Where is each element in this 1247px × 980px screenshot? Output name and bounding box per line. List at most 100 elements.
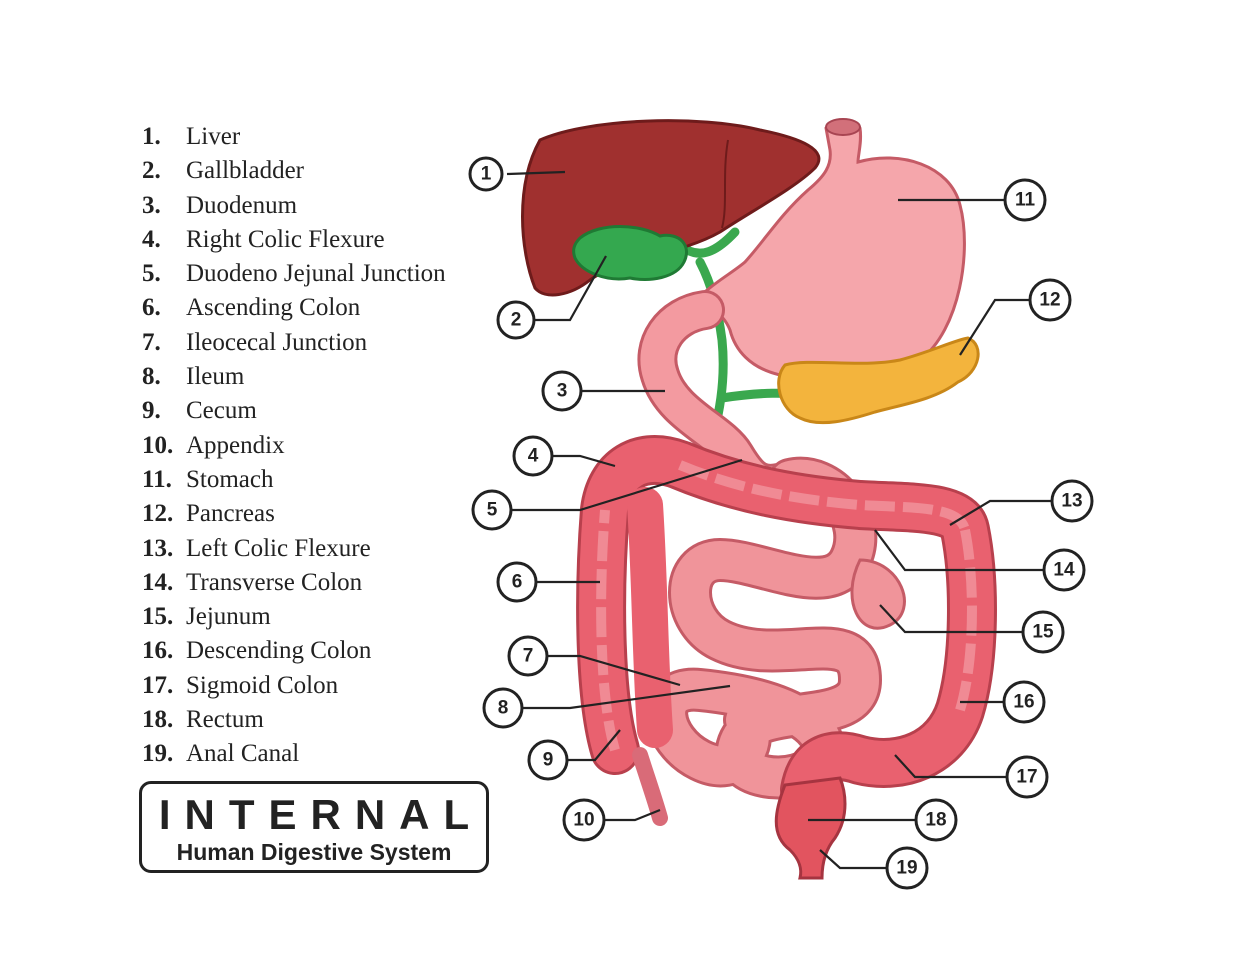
callout-number: 2 [511,310,522,331]
callout-7: 7 [507,635,549,677]
legend-number: 2. [142,157,161,185]
legend-number: 17. [142,671,174,699]
rectum [774,776,847,880]
callout-16: 16 [1002,680,1046,724]
legend-label: Liver [186,123,241,150]
callout-number: 18 [925,810,946,831]
legend-number: 8. [142,363,161,391]
leader-lines [506,170,1052,870]
legend-item: 9. Cecum [142,394,446,428]
esophagus-opening [825,118,861,136]
legend-label: Left Colic Flexure [186,534,371,562]
legend-item: 14. Transverse Colon [142,566,446,600]
legend-label: Gallbladder [186,157,305,185]
callout-3: 3 [541,370,583,412]
legend-number: 14. [142,568,174,596]
legend-number: 5. [142,260,161,288]
callout-number: 6 [512,572,523,593]
callout-17: 17 [1005,755,1049,799]
callout-8: 8 [482,687,524,729]
callout-6: 6 [496,561,538,603]
legend-label: Transverse Colon [186,568,363,596]
liver-lobe-line [721,139,729,229]
legend-number: 9. [142,397,161,425]
callout-number: 19 [896,858,917,879]
large-intestine [576,435,997,815]
legend-item: 4.Right Colic Flexure [142,223,446,257]
legend-item: 16.Descending Colon [142,634,446,668]
callout-9: 9 [527,739,569,781]
legend-number: 18. [142,706,174,734]
callout-11: 11 [1003,178,1047,222]
legend-number: 15. [142,603,174,631]
legend-item: 18. Rectum [142,703,446,737]
legend-number: 3. [142,191,161,219]
legend-number: 1. [142,123,161,150]
legend-item: 19. Anal Canal [142,737,446,771]
callout-number: 13 [1061,491,1082,512]
legend-item: 13. Left Colic Flexure [142,532,446,566]
callout-15: 15 [1021,610,1065,654]
legend-item: 15. Jejunum [142,600,446,634]
legend-label: Pancreas [186,500,275,528]
pancreas [777,336,980,425]
title-main: INTERNAL [158,791,484,838]
legend-label: Right Colic Flexure [186,225,385,253]
legend-number: 16. [142,637,174,665]
legend-label: Sigmoid Colon [186,671,339,699]
legend-item: 7.Ileocecal Junction [142,326,446,360]
organ-legend: 1. Liver 2. Gallbladder 3. Duodenum 4.Right… [142,120,446,772]
callout-number: 11 [1015,190,1036,211]
callout-12: 12 [1028,278,1072,322]
callout-1: 1 [468,156,504,192]
legend-number: 11. [142,465,172,493]
title-box: INTERNAL Human Digestive System [139,781,489,873]
legend-label: Rectum [186,706,264,734]
legend-label: Duodenum [186,191,298,219]
title-subtitle: Human Digestive System [176,839,452,865]
callout-number: 15 [1032,622,1054,643]
callout-5: 5 [471,489,513,531]
callout-number: 3 [557,381,568,402]
legend-item: 1. Liver [142,120,446,154]
appendix [632,747,668,826]
callout-number: 14 [1053,560,1075,581]
legend-number: 13. [142,534,174,562]
callout-number: 12 [1039,290,1060,311]
legend-item: 11. Stomach [142,463,446,497]
callout-number: 7 [523,646,534,667]
legend-number: 12. [142,500,174,528]
callout-4: 4 [512,435,554,477]
callout-18: 18 [914,798,958,842]
callout-number: 1 [481,164,492,185]
callout-number: 4 [528,446,539,467]
callout-number: 17 [1016,767,1037,788]
callout-number: 9 [543,750,554,771]
legend-item: 2. Gallbladder [142,154,446,188]
legend-item: 12. Pancreas [142,497,446,531]
legend-label: Anal Canal [186,740,300,768]
legend-label: Ascending Colon [186,294,361,322]
callout-number: 16 [1013,692,1034,713]
legend-label: Jejunum [186,603,271,631]
callout-2: 2 [496,300,536,340]
legend-item: 5. Duodeno Jejunal Junction [142,257,446,291]
callout-13: 13 [1050,479,1094,523]
callout-19: 19 [885,846,929,890]
legend-label: Ileocecal Junction [186,328,368,356]
callout-14: 14 [1042,548,1086,592]
legend-label: Stomach [186,465,274,493]
legend-label: Cecum [186,397,257,425]
callout-10: 10 [562,798,606,842]
callout-number: 5 [487,500,498,521]
legend-label: Duodeno Jejunal Junction [186,260,446,288]
legend-item: 10. Appendix [142,429,446,463]
legend-number: 10. [142,431,174,459]
legend-item: 3. Duodenum [142,189,446,223]
legend-label: Appendix [186,431,285,459]
callout-number: 8 [498,698,509,719]
legend-number: 6. [142,294,161,322]
legend-item: 17. Sigmoid Colon [142,669,446,703]
legend-item: 6. Ascending Colon [142,291,446,325]
legend-number: 19. [142,740,174,768]
